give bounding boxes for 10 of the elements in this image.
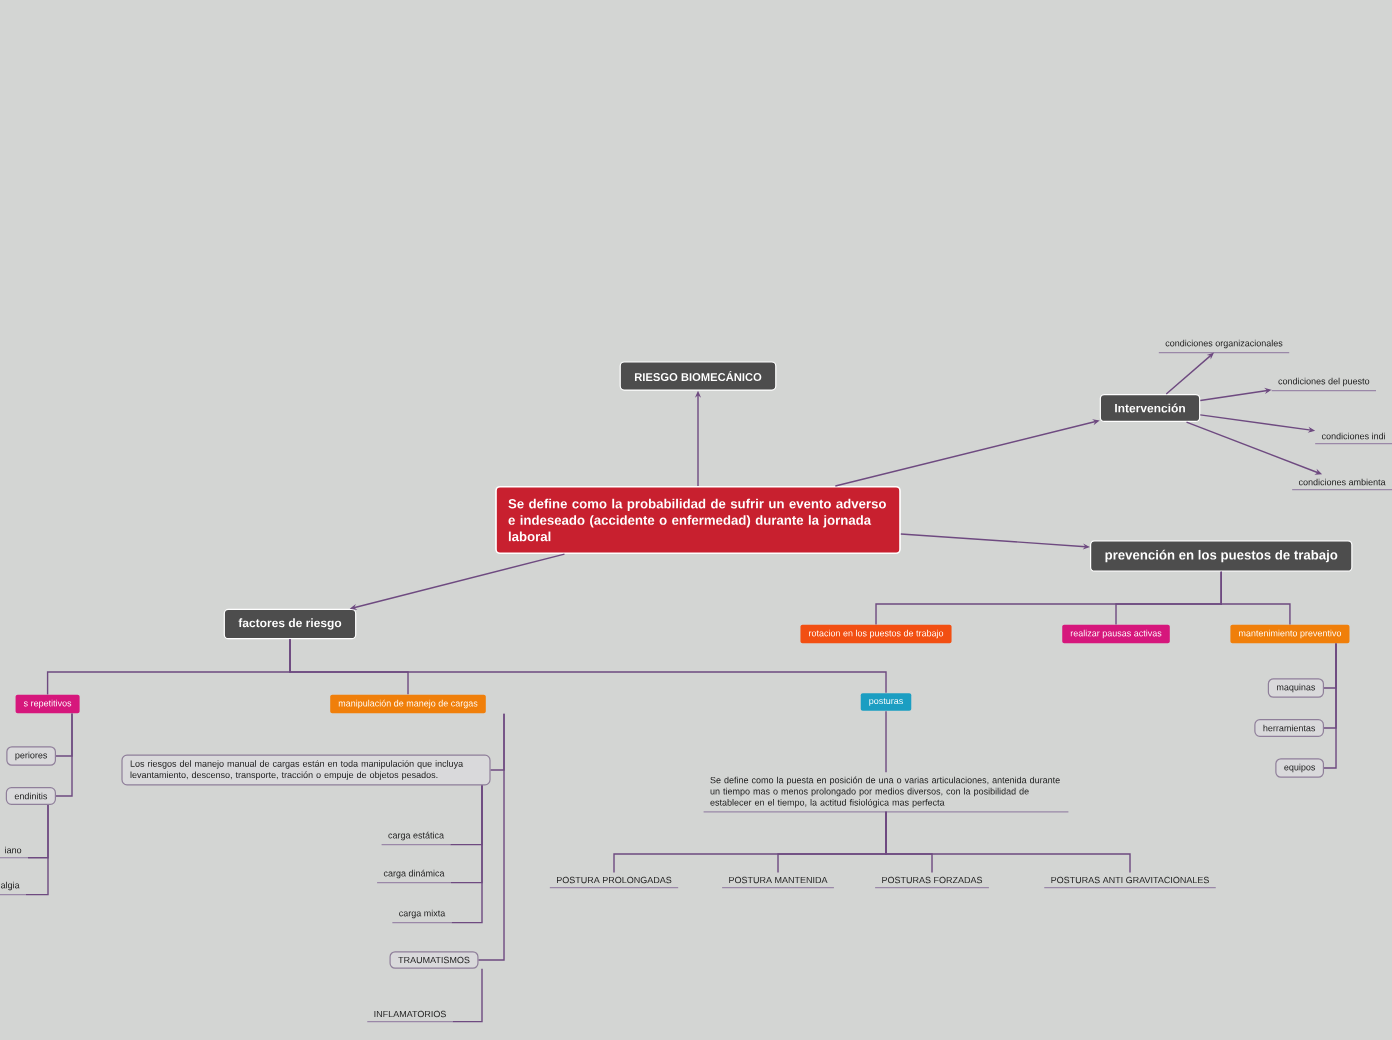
connector bbox=[885, 710, 887, 773]
connector bbox=[1220, 571, 1291, 626]
connector bbox=[450, 784, 483, 924]
connector bbox=[55, 712, 73, 797]
connector bbox=[452, 968, 483, 1023]
connector bbox=[1323, 642, 1337, 769]
connector bbox=[477, 712, 505, 961]
connector bbox=[885, 811, 1131, 874]
connector bbox=[25, 804, 49, 896]
connector bbox=[289, 638, 887, 694]
